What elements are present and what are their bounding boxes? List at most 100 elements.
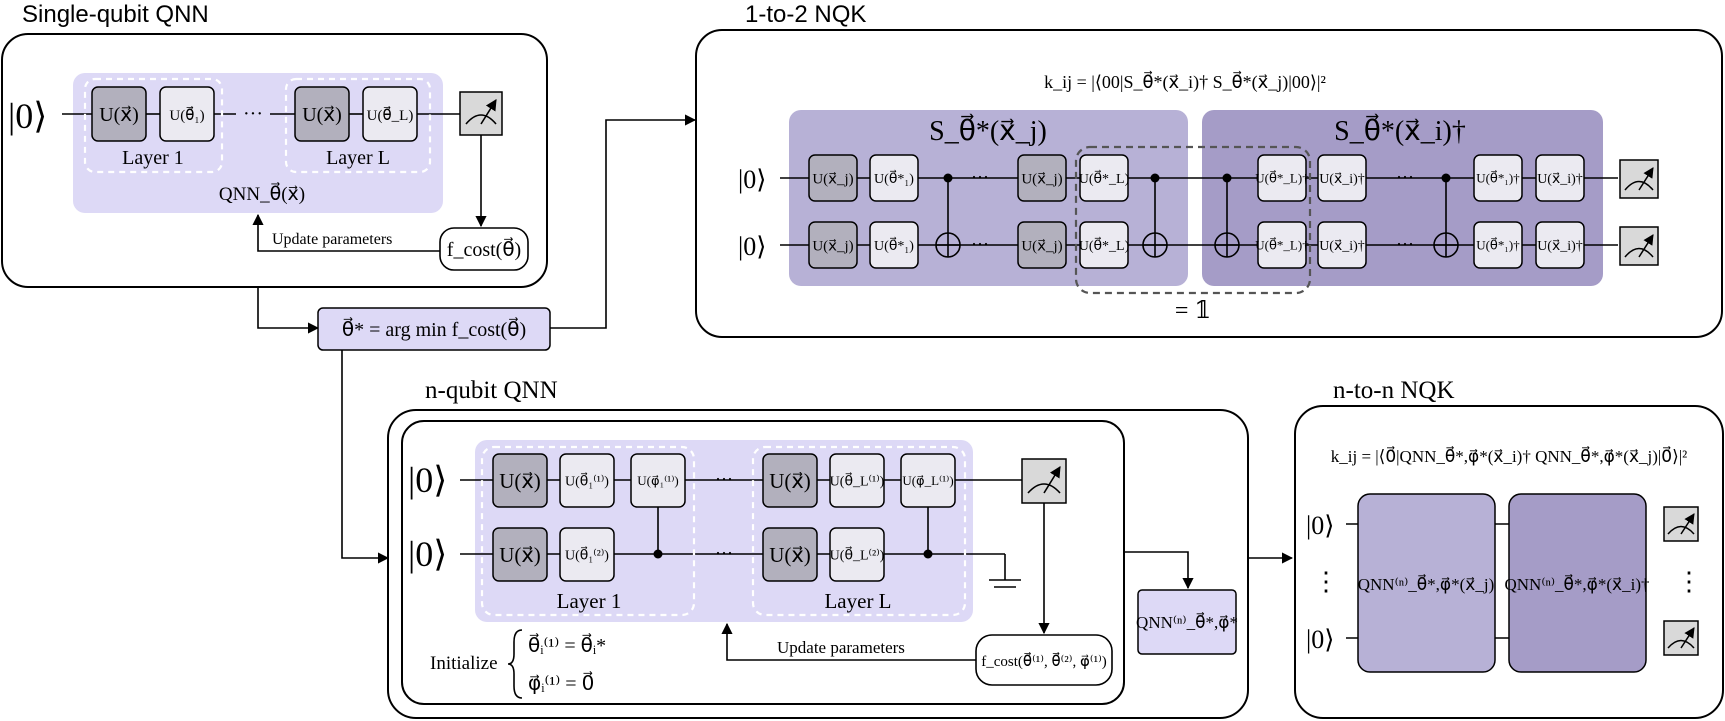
svg-text:U(θ⃗*_L): U(θ⃗*_L) — [1079, 169, 1130, 187]
ket-q2: |0⟩ — [408, 534, 447, 574]
nqk-1to2-panel: 1-to-2 NQK k_ij = |⟨00|S_θ⃗*(x⃗_i)† S_θ⃗… — [695, 1, 1723, 338]
svg-text:U(x⃗): U(x⃗) — [99, 104, 139, 126]
svg-text:U(x⃗_i)†: U(x⃗_i)† — [1319, 172, 1365, 187]
gate-u-thetaL-star-dagger: U(θ⃗*_L)† — [1255, 154, 1309, 202]
single-qubit-title: Single-qubit QNN — [22, 1, 209, 28]
svg-text:U(θ⃗₁): U(θ⃗₁) — [169, 105, 204, 124]
vdots-left: ⋮ — [1313, 567, 1339, 596]
control-dot-icon — [1150, 173, 1160, 183]
gate-u-theta1 — [159, 86, 215, 142]
gate-u-xi-dagger: U(x⃗_i)† — [1317, 221, 1367, 269]
argmin-label: θ⃗* = arg min f_cost(θ⃗) — [342, 316, 526, 341]
ket-n-top: |0⟩ — [1306, 511, 1334, 540]
gate-u-xj: U(x⃗_j) — [808, 154, 858, 202]
svg-text:U(θ⃗*_L)†: U(θ⃗*_L)† — [1255, 170, 1309, 185]
measure-meter-icon — [1021, 458, 1067, 504]
measure-meter-icon — [1663, 620, 1699, 656]
gate-u-x-L-q2: U(x⃗) — [762, 527, 818, 582]
nqk-nton-title: n-to-n NQK — [1333, 377, 1455, 404]
gate-u-theta1-star: U(θ⃗*₁) — [869, 221, 919, 269]
nqk-nton-panel: n-to-n NQK k_ij = |⟨0⃗|QNN_θ⃗*,φ⃗*(x⃗_i)… — [1294, 377, 1724, 719]
measure-meter-icon — [1619, 159, 1659, 199]
gate-u-xj-L: U(x⃗_j) — [1017, 154, 1067, 202]
svg-text:U(x⃗_j): U(x⃗_j) — [1021, 238, 1062, 254]
cnot-target-icon — [1433, 232, 1459, 258]
update-arrow — [252, 213, 440, 252]
cost-box — [439, 227, 529, 271]
cnot-target-icon — [1214, 232, 1240, 258]
svg-text:U(θ⃗*₁)†: U(θ⃗*₁)† — [1476, 170, 1520, 185]
gate-u-thetaL-2: U(θ⃗_L⁽²⁾) — [829, 527, 885, 582]
kernel-formula-nton: k_ij = |⟨0⃗|QNN_θ⃗*,φ⃗*(x⃗_i)† QNN_θ⃗*,φ… — [1331, 446, 1688, 466]
qnn-block-right-label: QNN⁽ⁿ⁾_θ⃗*,φ⃗*(x⃗_i)† — [1504, 574, 1649, 594]
qnn-n-label: QNN⁽ⁿ⁾_θ⃗*,φ⃗* — [1136, 612, 1238, 632]
svg-text:U(θ⃗*_L)†: U(θ⃗*_L)† — [1255, 237, 1309, 252]
s-right-label: S_θ⃗*(x⃗_i)† — [1334, 113, 1466, 147]
ellipsis: ··· — [243, 103, 263, 125]
svg-text:U(x⃗_j): U(x⃗_j) — [1021, 171, 1062, 187]
control-dot-icon — [943, 173, 953, 183]
ellipsis: ··· — [715, 543, 733, 563]
svg-text:U(x⃗_i)†: U(x⃗_i)† — [1537, 239, 1583, 254]
gate-u-theta1-star-dagger: U(θ⃗*₁)† — [1473, 221, 1523, 269]
argmin-section: θ⃗* = arg min f_cost(θ⃗) — [257, 114, 697, 564]
init-line1: θ⃗ᵢ⁽¹⁾ = θ⃗ᵢ* — [528, 632, 606, 657]
ground-icon — [989, 554, 1021, 588]
svg-text:U(x⃗_i)†: U(x⃗_i)† — [1319, 239, 1365, 254]
qnn-block-right — [1508, 493, 1647, 673]
qnn-label: QNN_θ⃗(x⃗) — [219, 182, 305, 205]
gate-u-x-q1: U(x⃗) — [492, 453, 548, 508]
svg-text:U(x⃗): U(x⃗) — [302, 104, 342, 126]
gate-u-x-L-q1: U(x⃗) — [762, 453, 818, 508]
svg-text:U(θ⃗*₁): U(θ⃗*₁) — [874, 169, 914, 187]
argmin-box — [317, 307, 551, 351]
ellipsis: ··· — [971, 167, 989, 187]
qnn-block-left — [1357, 493, 1496, 673]
gate-u-x — [91, 86, 147, 142]
svg-text:U(θ⃗*₁): U(θ⃗*₁) — [874, 236, 914, 254]
control-dot-icon — [1441, 173, 1451, 183]
layer1-outline — [83, 77, 224, 174]
s-left-label: S_θ⃗*(x⃗_j) — [929, 113, 1047, 147]
gate-u-thetaL-star: U(θ⃗*_L) — [1079, 154, 1130, 202]
svg-text:U(x⃗): U(x⃗) — [769, 469, 811, 493]
svg-text:U(θ⃗_L⁽¹⁾): U(θ⃗_L⁽¹⁾) — [830, 472, 885, 490]
qnn-n-box — [1137, 589, 1237, 655]
svg-text:U(x⃗): U(x⃗) — [499, 543, 541, 567]
measure-meter-icon — [1663, 506, 1699, 542]
kernel-formula-1to2: k_ij = |⟨00|S_θ⃗*(x⃗_i)† S_θ⃗*(x⃗_j)|00⟩… — [1044, 71, 1326, 93]
svg-text:U(θ⃗₁⁽¹⁾): U(θ⃗₁⁽¹⁾) — [565, 472, 609, 490]
n-update-arrow — [721, 622, 976, 661]
single-qubit-ket: |0⟩ — [8, 96, 47, 136]
n-qubit-title: n-qubit QNN — [425, 377, 558, 404]
gate-u-thetaL — [362, 86, 418, 142]
gate-u-xi-dagger-2: U(x⃗_i)† — [1535, 154, 1585, 202]
control-dot-icon — [653, 549, 663, 559]
svg-text:U(x⃗): U(x⃗) — [769, 543, 811, 567]
layerL-outline — [284, 77, 432, 174]
n-layer1-outline — [480, 445, 696, 617]
gate-u-xj: U(x⃗_j) — [808, 221, 858, 269]
gate-u-xi-dagger: U(x⃗_i)† — [1317, 154, 1367, 202]
gate-u-x-q2: U(x⃗) — [492, 527, 548, 582]
svg-text:U(θ⃗*₁)†: U(θ⃗*₁)† — [1476, 237, 1520, 252]
init-line2: φ⃗ᵢ⁽¹⁾ = 0⃗ — [528, 670, 594, 695]
n-layerL-outline — [751, 445, 967, 617]
identity-outline — [1074, 145, 1312, 295]
measure-meter-icon — [459, 91, 503, 136]
init-label: Initialize — [430, 653, 498, 674]
svg-text:U(θ⃗_L): U(θ⃗_L) — [367, 105, 414, 124]
n-layerL-label: Layer L — [824, 589, 891, 613]
control-dot-icon — [1222, 173, 1232, 183]
init-brace — [507, 629, 523, 699]
n-qubit-qnn-panel: n-qubit QNN |0⟩ |0⟩ U(x⃗)U(θ⃗₁⁽¹⁾)U(φ⃗₁⁽… — [387, 377, 1249, 719]
svg-text:U(x⃗_j): U(x⃗_j) — [812, 238, 853, 254]
ellipsis: ··· — [715, 469, 733, 489]
gate-u-thetaL-star-dagger: U(θ⃗*_L)† — [1255, 221, 1309, 269]
svg-text:U(θ⃗₁⁽²⁾): U(θ⃗₁⁽²⁾) — [565, 546, 609, 564]
qnn-block-left-label: QNN⁽ⁿ⁾_θ⃗*,φ⃗*(x⃗_j) — [1358, 574, 1495, 594]
gate-u-theta1-star-dagger: U(θ⃗*₁)† — [1473, 154, 1523, 202]
ket-top: |0⟩ — [738, 165, 766, 194]
gate-u-theta1-1: U(θ⃗₁⁽¹⁾) — [559, 453, 615, 508]
